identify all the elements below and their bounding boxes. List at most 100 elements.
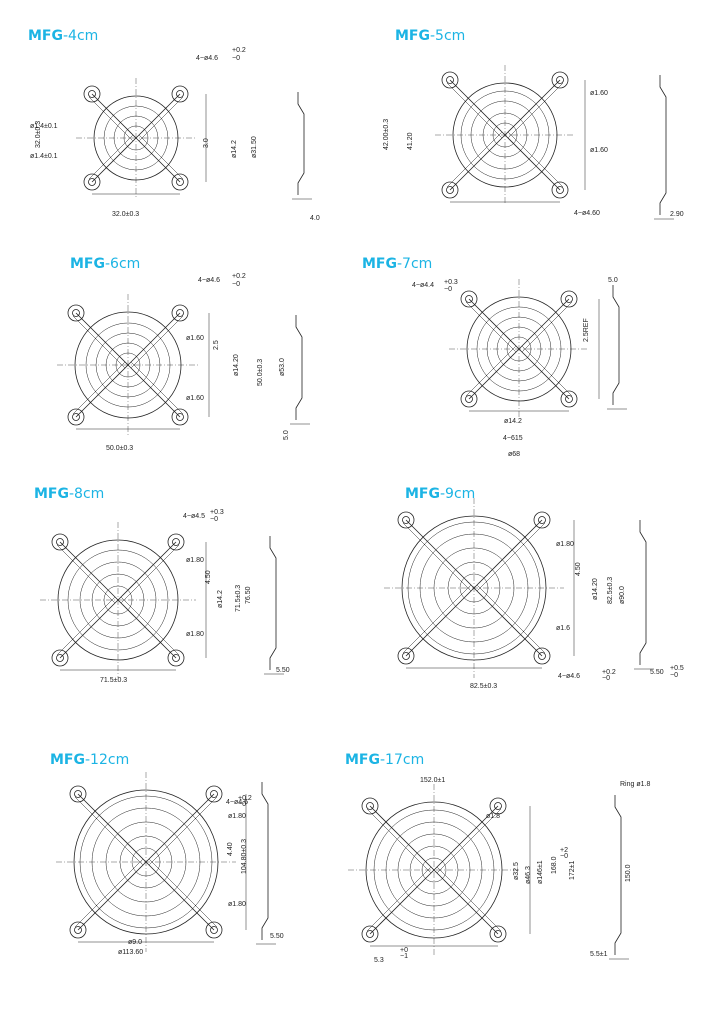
dimension-label: ø1.60 xyxy=(186,395,204,402)
mounting-boss xyxy=(83,85,101,103)
drawing-title: MFG-6cm xyxy=(70,256,140,272)
outer-ring xyxy=(452,82,558,188)
spoke-edge xyxy=(74,858,144,928)
dimension-label: 150.0 xyxy=(625,864,632,882)
spoke xyxy=(449,79,506,136)
title-size: -6cm xyxy=(105,256,140,272)
spoke xyxy=(77,793,147,863)
dimension-label: ø14.2 xyxy=(504,418,522,425)
mounting-boss xyxy=(489,797,507,815)
spoke xyxy=(518,348,570,400)
mounting-hole xyxy=(72,413,80,421)
outer-ring xyxy=(73,789,219,935)
dimension-label: +0 xyxy=(400,947,408,954)
spoke-edge xyxy=(446,82,503,139)
spoke-edge xyxy=(402,584,472,654)
dimension-label: −0 xyxy=(210,516,218,523)
outer-ring xyxy=(57,539,179,661)
mounting-boss xyxy=(167,649,185,667)
inner-ring xyxy=(85,322,171,408)
dimension-label: 71.5±0.3 xyxy=(235,585,242,612)
mounting-hole xyxy=(556,76,564,84)
dimension-label: ø1.80 xyxy=(228,813,246,820)
spoke xyxy=(77,861,147,931)
dimension-label: −0 xyxy=(670,672,678,679)
dimension-label: 4−ø4.60 xyxy=(574,210,600,217)
dimension-label: +0.5 xyxy=(670,665,684,672)
dimension-label: +2 xyxy=(560,847,568,854)
dimension-label: −0 xyxy=(560,853,568,860)
dimension-label: 172±1 xyxy=(569,860,576,880)
dimension-label: ø1.4±0.1 xyxy=(30,153,58,160)
spoke xyxy=(117,599,177,659)
dimension-label: ø53.0 xyxy=(279,358,286,376)
inner-ring xyxy=(470,100,540,170)
dimension-label: 5.0 xyxy=(283,430,290,440)
mounting-hole xyxy=(56,654,64,662)
spoke-edge xyxy=(465,301,517,353)
spoke xyxy=(504,79,561,136)
spoke xyxy=(127,312,181,366)
spoke xyxy=(59,599,119,659)
inner-ring xyxy=(95,332,161,398)
dimension-label: −0 xyxy=(444,286,452,293)
drawing-mfg-4: MFG-4cm4−ø4.6+0.2−0ø1.4±0.1ø1.4±0.132.0±… xyxy=(28,28,320,222)
mounting-boss xyxy=(460,390,478,408)
spoke-edge xyxy=(130,361,184,415)
mounting-hole xyxy=(88,178,96,186)
spoke xyxy=(468,348,520,400)
spoke xyxy=(433,805,499,871)
title-size: -12cm xyxy=(85,752,129,768)
dimension-label: ø1.60 xyxy=(590,90,608,97)
title-prefix: MFG xyxy=(405,486,440,502)
inner-ring xyxy=(123,125,149,151)
dimension-label: ø1.4±0.1 xyxy=(30,123,58,130)
dimension-label: −0 xyxy=(232,281,240,288)
mounting-hole xyxy=(446,186,454,194)
dimension-label: 41.20 xyxy=(407,132,414,150)
spoke xyxy=(135,93,181,139)
dimension-label: 5.50 xyxy=(270,933,284,940)
inner-ring xyxy=(105,821,187,903)
dimension-label: 82.5±0.3 xyxy=(607,577,614,604)
mounting-hole xyxy=(88,90,96,98)
spoke-edge xyxy=(436,866,502,932)
outer-ring xyxy=(401,515,547,661)
dimension-label: 4−ø4.6 xyxy=(226,799,248,806)
dimension-label: 4.50 xyxy=(205,570,212,584)
dimension-label: 152.0±1 xyxy=(420,777,445,784)
spoke-edge xyxy=(521,345,573,397)
spoke-edge xyxy=(366,808,432,874)
title-prefix: MFG xyxy=(70,256,105,272)
dimension-label: ø146±1 xyxy=(537,860,544,884)
title-prefix: MFG xyxy=(395,28,430,44)
side-profile xyxy=(612,285,620,405)
inner-ring xyxy=(115,352,141,378)
mounting-boss xyxy=(51,649,69,667)
title-size: -7cm xyxy=(397,256,432,272)
dimension-label: −1 xyxy=(400,953,408,960)
dimension-label: ø1.8 xyxy=(486,813,500,820)
dimension-label: 4−ø4.6 xyxy=(558,673,580,680)
drawing-title: MFG-9cm xyxy=(405,486,475,502)
dimension-label: −0 xyxy=(232,55,240,62)
mounting-hole xyxy=(465,395,473,403)
mounting-boss xyxy=(441,181,459,199)
inner-ring xyxy=(506,336,532,362)
spoke xyxy=(59,541,119,601)
dimension-label: ø9.0 xyxy=(128,939,142,946)
dimension-label: ø14.20 xyxy=(233,354,240,376)
spoke-edge xyxy=(148,796,218,866)
inner-ring xyxy=(103,585,133,615)
dimension-label: +0.3 xyxy=(444,279,458,286)
mounting-hole xyxy=(565,295,573,303)
spoke xyxy=(405,519,475,589)
dimension-label: Ring ø1.8 xyxy=(620,781,650,788)
drawing-mfg-7: MFG-7cm4−ø4.4+0.3−02.5REFø14.24−615ø685.… xyxy=(362,256,627,458)
mounting-boss xyxy=(551,71,569,89)
dimension-label: +0.2 xyxy=(238,795,252,802)
side-profile xyxy=(614,795,622,955)
mounting-hole xyxy=(446,76,454,84)
inner-ring xyxy=(460,90,550,180)
